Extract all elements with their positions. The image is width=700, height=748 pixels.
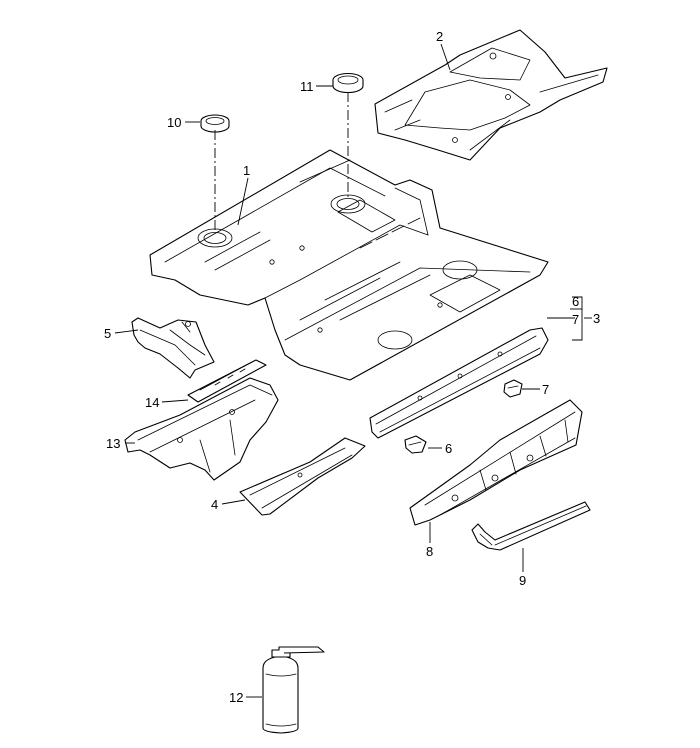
part-11-plug	[332, 72, 364, 198]
part-9-edge-strip	[471, 501, 591, 551]
callout-labels: 1 2 3 4 5 6 6 7 7 8 9 10 11 12 13 14	[104, 29, 600, 705]
callout-12: 12	[229, 690, 243, 705]
callout-10: 10	[167, 115, 181, 130]
part-13-tunnel-reinforcement	[124, 377, 279, 481]
callout-9: 9	[519, 573, 526, 588]
leader-lines	[114, 43, 592, 698]
callout-6-range: 6	[572, 294, 579, 309]
callout-11: 11	[300, 79, 314, 94]
part-12-spray-can	[262, 646, 325, 734]
callout-13: 13	[106, 436, 120, 451]
part-7-clip	[503, 379, 523, 398]
part-3-side-member	[369, 327, 549, 439]
callout-2: 2	[436, 29, 443, 44]
callout-7: 7	[542, 382, 549, 397]
callout-3: 3	[593, 311, 600, 326]
callout-6: 6	[445, 441, 452, 456]
part-2-rear-floor-frame	[374, 29, 608, 161]
part-1-floor-pan	[149, 149, 549, 381]
part-14-strip	[187, 359, 267, 403]
part-8-inner-side-member	[409, 399, 583, 526]
part-5-bracket	[131, 317, 215, 379]
part-4-sill-panel	[239, 437, 366, 516]
callout-7-range: 7	[572, 312, 579, 327]
callout-8: 8	[426, 544, 433, 559]
callout-14: 14	[145, 395, 159, 410]
part-10-plug	[200, 114, 230, 232]
callout-4: 4	[211, 497, 218, 512]
callout-1: 1	[243, 163, 250, 178]
part-6-clip	[404, 435, 427, 454]
callout-5: 5	[104, 326, 111, 341]
